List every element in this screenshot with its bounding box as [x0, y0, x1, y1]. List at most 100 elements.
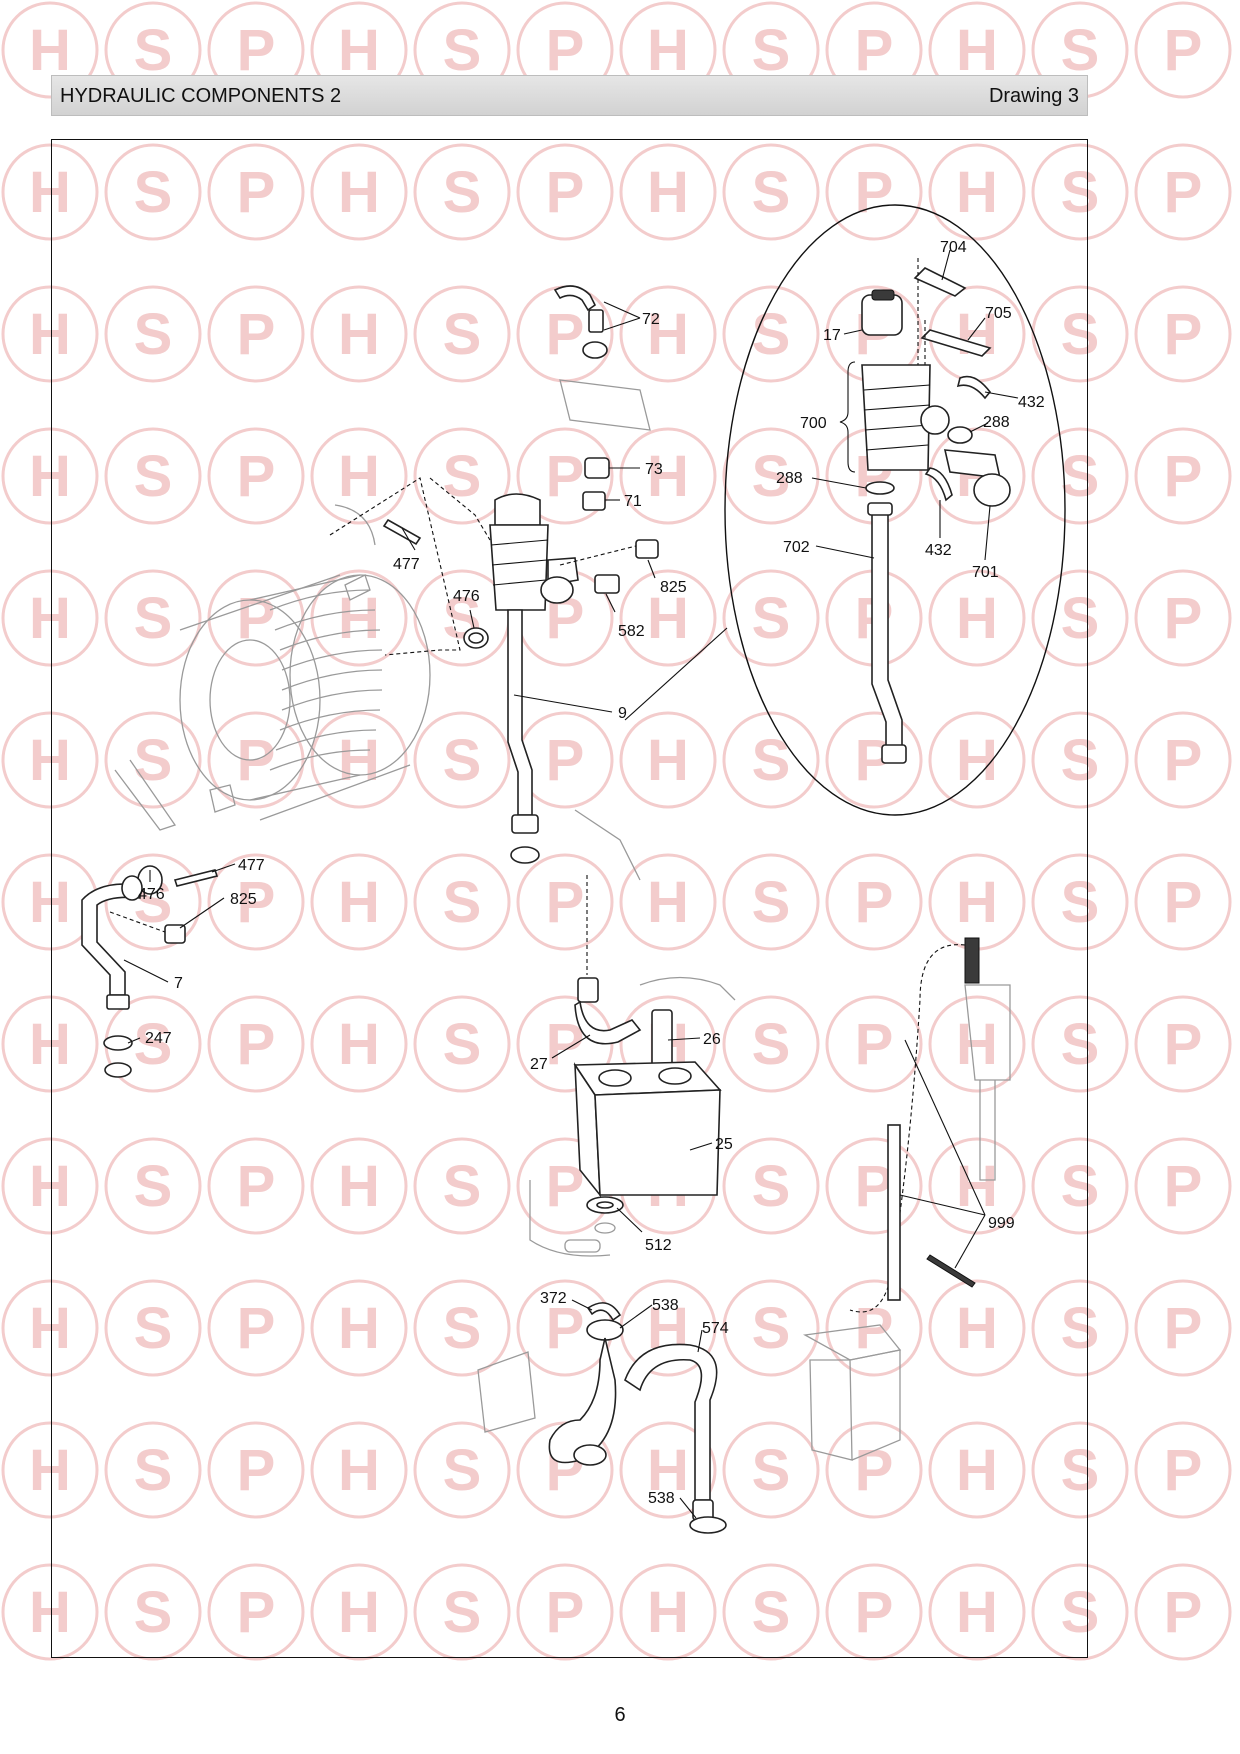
clip-432-upper — [956, 375, 992, 400]
watermark-letter: S — [752, 302, 791, 367]
clip-705 — [920, 329, 992, 357]
watermark-letter: P — [237, 728, 276, 793]
label-71: 71 — [624, 493, 642, 510]
watermark-circle: S — [413, 285, 511, 383]
watermark-ring — [104, 285, 202, 383]
watermark-circle: S — [722, 427, 820, 525]
watermark-ring — [825, 1279, 923, 1377]
watermark-letter: S — [752, 18, 791, 83]
watermark-circle: H — [310, 427, 408, 525]
watermark-letter: S — [1061, 1580, 1100, 1645]
watermark-ring — [1, 1563, 99, 1661]
leader-476a — [469, 609, 475, 629]
watermark-circle: S — [104, 1421, 202, 1519]
watermark-ring — [722, 853, 820, 951]
leader-825a — [647, 559, 656, 579]
casing-faint-mid2 — [639, 976, 736, 1001]
watermark-ring — [516, 1563, 614, 1661]
pump-rib-1 — [863, 384, 931, 391]
coil-lower-outlet — [209, 784, 236, 813]
watermark-letter: P — [546, 870, 585, 935]
label-25: 25 — [715, 1136, 733, 1153]
watermark-ring — [207, 143, 305, 241]
label-288a: 288 — [983, 414, 1010, 431]
label-477a: 477 — [393, 556, 420, 573]
watermark-circle: H — [928, 143, 1026, 241]
watermark-circle: H — [1, 285, 99, 383]
detail-callout — [624, 204, 1066, 816]
leader-9 — [513, 694, 613, 713]
watermark-circle: S — [413, 1563, 511, 1661]
watermark-circle: P — [1134, 1137, 1232, 1235]
watermark-ring — [1, 1137, 99, 1235]
casing-faint-bottom — [529, 1180, 611, 1257]
watermark-letter: P — [546, 1154, 585, 1219]
watermark-letter: P — [855, 1154, 894, 1219]
label-702: 702 — [783, 539, 810, 556]
watermark-letter: P — [237, 444, 276, 509]
leader-17 — [843, 329, 863, 335]
watermark-circle: P — [516, 1279, 614, 1377]
watermark-ring — [1031, 1279, 1129, 1377]
watermark-letter: P — [237, 870, 276, 935]
watermark-letter: S — [752, 1012, 791, 1077]
watermark-letter: S — [1061, 728, 1100, 793]
watermark-letter: H — [956, 1438, 998, 1503]
watermark-circle: P — [825, 1137, 923, 1235]
watermark-letter: H — [956, 1154, 998, 1219]
label-17: 17 — [823, 327, 841, 344]
watermark-letter: P — [855, 1438, 894, 1503]
central-pump-body — [489, 524, 549, 611]
watermark-ring — [619, 569, 717, 667]
watermark-ring — [928, 995, 1026, 1093]
drain-coupling — [573, 1444, 607, 1466]
watermark-circle: P — [1134, 1563, 1232, 1661]
clamp-538-top — [586, 1319, 624, 1341]
watermark-letter: H — [29, 18, 71, 83]
watermark-ring — [722, 1563, 820, 1661]
watermark-circle: S — [104, 143, 202, 241]
watermark-letter: S — [752, 1154, 791, 1219]
flex-hose-dotted — [849, 944, 966, 1313]
label-476a: 476 — [453, 588, 480, 605]
watermark-letter: P — [1164, 1438, 1203, 1503]
watermark-circle: S — [104, 569, 202, 667]
clip-477-top — [382, 518, 422, 546]
watermark-ring — [207, 1137, 305, 1235]
watermark-letter: S — [443, 1438, 482, 1503]
dash-left-frame — [329, 477, 461, 656]
watermark-letter: S — [134, 728, 173, 793]
watermark-circle: P — [1134, 711, 1232, 809]
watermark-ring — [722, 569, 820, 667]
watermark-ring — [310, 1421, 408, 1519]
siphon-assembly — [529, 809, 736, 1257]
detail-ellipse — [724, 204, 1066, 816]
watermark-letter: P — [1164, 586, 1203, 651]
watermark-ring — [722, 1137, 820, 1235]
watermark-letter: P — [237, 1580, 276, 1645]
watermark-letter: P — [237, 302, 276, 367]
label-432b: 432 — [925, 542, 952, 559]
coil-inner — [209, 639, 291, 761]
watermark-letter: P — [546, 18, 585, 83]
hose-27-top — [577, 977, 599, 1003]
watermark-circle: H — [1, 569, 99, 667]
watermark-letter: S — [443, 728, 482, 793]
watermark-circle: S — [1031, 1279, 1129, 1377]
watermark-circle: S — [104, 285, 202, 383]
watermark-circle: P — [1134, 143, 1232, 241]
watermark-circle: S — [104, 427, 202, 525]
watermark-letter: S — [134, 1296, 173, 1361]
watermark-ring — [516, 143, 614, 241]
label-476b: 476 — [138, 886, 165, 903]
watermark-circle: S — [722, 711, 820, 809]
label-825a: 825 — [660, 579, 687, 596]
watermark-circle: S — [413, 1421, 511, 1519]
coil-windings-1 — [269, 589, 371, 611]
watermark-ring — [1, 1279, 99, 1377]
label-999: 999 — [988, 1215, 1015, 1232]
leader-26 — [667, 1037, 701, 1041]
heat-exchanger-coil — [114, 504, 431, 831]
nut-247 — [104, 1062, 132, 1078]
watermark-letter: H — [338, 18, 380, 83]
